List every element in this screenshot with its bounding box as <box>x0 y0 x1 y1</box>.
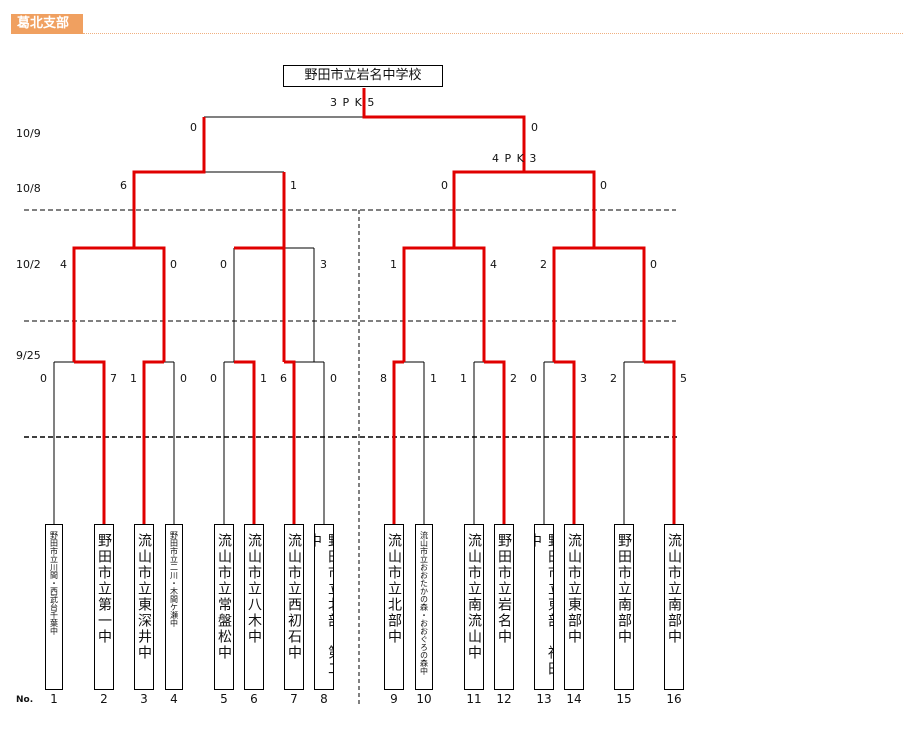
score-semi: 6 <box>120 179 127 192</box>
team-box: 野田市立北部・第二中 <box>314 524 334 690</box>
score-qf: 4 <box>60 258 67 271</box>
team-box: 流山市立東部中 <box>564 524 584 690</box>
team-number: 11 <box>466 692 482 706</box>
date-label-semi: 10/8 <box>16 182 41 195</box>
team-box: 野田市立岩名中 <box>494 524 514 690</box>
semi-right-pk-score: 4 P K 3 <box>492 152 538 165</box>
team-number: 16 <box>666 692 682 706</box>
score-semi: 0 <box>441 179 448 192</box>
score-final-left: 0 <box>190 121 197 134</box>
team-number: 10 <box>416 692 432 706</box>
date-label-final: 10/9 <box>16 127 41 140</box>
score-r1: 2 <box>610 372 617 385</box>
team-number: 9 <box>390 692 398 706</box>
team-number: 6 <box>250 692 258 706</box>
team-box: 流山市立東深井中 <box>134 524 154 690</box>
team-number: 1 <box>50 692 58 706</box>
final-pk-score: 3 P K 5 <box>330 96 376 109</box>
score-semi: 0 <box>600 179 607 192</box>
score-r1: 1 <box>130 372 137 385</box>
team-box: 野田市立東部・福田中 <box>534 524 554 690</box>
team-box: 野田市立川間・西武台千葉中 <box>45 524 63 690</box>
team-box: 流山市立常盤松中 <box>214 524 234 690</box>
score-r1: 0 <box>530 372 537 385</box>
score-qf: 0 <box>170 258 177 271</box>
team-box: 流山市立北部中 <box>384 524 404 690</box>
winner-path-final <box>362 88 526 172</box>
team-number: 2 <box>100 692 108 706</box>
score-qf: 4 <box>490 258 497 271</box>
team-number: 13 <box>536 692 552 706</box>
champion-box: 野田市立岩名中学校 <box>283 65 443 87</box>
score-r1: 8 <box>380 372 387 385</box>
score-r1: 1 <box>260 372 267 385</box>
score-r1: 1 <box>430 372 437 385</box>
team-number: 3 <box>140 692 148 706</box>
score-r1: 0 <box>40 372 47 385</box>
team-box: 流山市立西初石中 <box>284 524 304 690</box>
team-number: 7 <box>290 692 298 706</box>
score-r1: 2 <box>510 372 517 385</box>
number-row-label: No. <box>16 695 34 705</box>
page-title: 葛北支部 <box>17 16 70 31</box>
score-semi: 1 <box>290 179 297 192</box>
score-r1: 0 <box>180 372 187 385</box>
date-label-quarter: 10/2 <box>16 258 41 271</box>
score-r1: 7 <box>110 372 117 385</box>
team-box: 野田市立第一中 <box>94 524 114 690</box>
team-number: 4 <box>170 692 178 706</box>
score-qf: 0 <box>650 258 657 271</box>
score-final-right: 0 <box>531 121 538 134</box>
score-r1: 0 <box>330 372 337 385</box>
score-r1: 6 <box>280 372 287 385</box>
score-r1: 0 <box>210 372 217 385</box>
date-label-round1: 9/25 <box>16 349 41 362</box>
team-box: 流山市立南部中 <box>664 524 684 690</box>
score-r1: 5 <box>680 372 687 385</box>
score-qf: 0 <box>220 258 227 271</box>
team-box: 流山市立八木中 <box>244 524 264 690</box>
header-divider <box>83 33 903 34</box>
team-box: 流山市立おおたかの森・おおぐろの森中 <box>415 524 433 690</box>
score-r1: 3 <box>580 372 587 385</box>
header-bar <box>11 14 83 34</box>
team-number: 15 <box>616 692 632 706</box>
score-r1: 1 <box>460 372 467 385</box>
team-box: 流山市立南流山中 <box>464 524 484 690</box>
score-qf: 2 <box>540 258 547 271</box>
team-number: 12 <box>496 692 512 706</box>
score-qf: 3 <box>320 258 327 271</box>
team-number: 8 <box>320 692 328 706</box>
team-number: 5 <box>220 692 228 706</box>
team-box: 野田市立南部中 <box>614 524 634 690</box>
team-number: 14 <box>566 692 582 706</box>
score-qf: 1 <box>390 258 397 271</box>
team-box: 野田市立二川・木間ケ瀬中 <box>165 524 183 690</box>
